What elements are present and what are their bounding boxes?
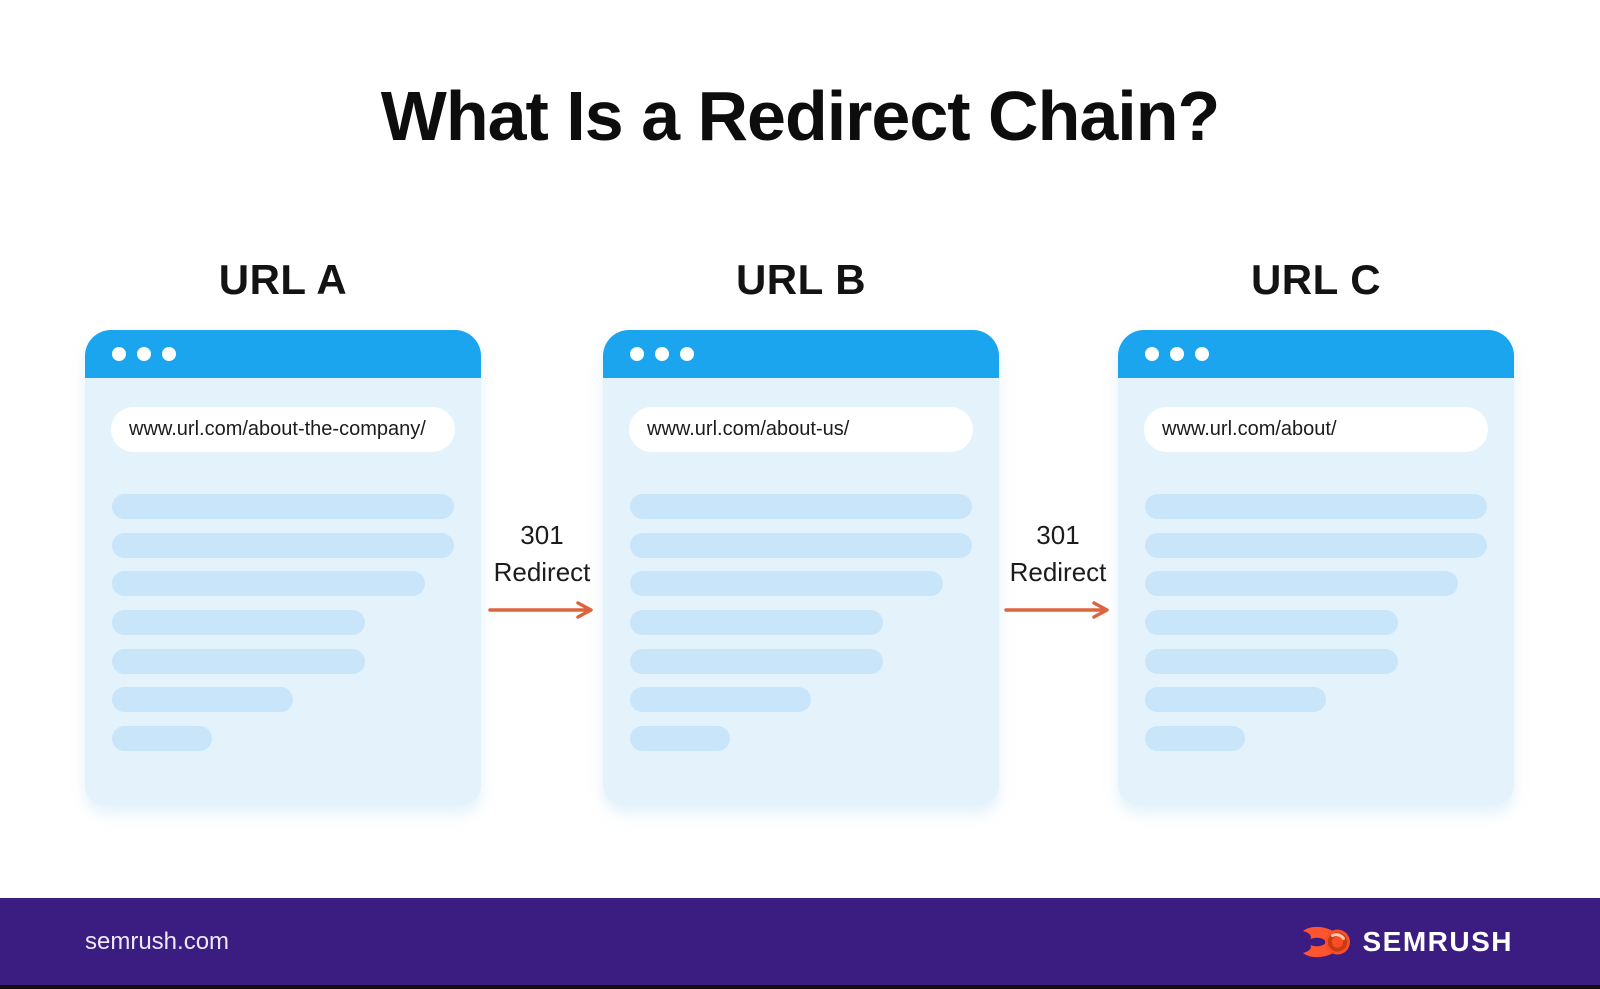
url-c-column: URL C www.url.com/about/ <box>1118 256 1514 805</box>
footer-bar: semrush.com SEMRUSH <box>0 898 1600 985</box>
semrush-logo: SEMRUSH <box>1300 924 1513 960</box>
skeleton-line <box>1145 494 1487 519</box>
skeleton-line <box>1145 610 1399 636</box>
skeleton-line <box>1145 648 1399 674</box>
page-content-skeleton <box>85 452 481 752</box>
address-bar-b: www.url.com/about-us/ <box>629 407 973 452</box>
right-arrow-icon <box>1004 601 1109 619</box>
address-bar-a: www.url.com/about-the-company/ <box>111 407 455 452</box>
bottom-edge-strip <box>0 985 1600 989</box>
semrush-flame-icon <box>1303 926 1351 957</box>
skeleton-line <box>112 532 454 558</box>
page-content-skeleton <box>603 452 999 752</box>
right-arrow-icon <box>488 601 593 619</box>
window-dot-icon <box>162 347 176 361</box>
skeleton-line <box>112 726 213 752</box>
skeleton-line <box>112 610 366 636</box>
skeleton-line <box>630 571 943 597</box>
skeleton-line <box>630 648 884 674</box>
address-bar-c: www.url.com/about/ <box>1144 407 1488 452</box>
url-c-label: URL C <box>1250 256 1382 303</box>
skeleton-line <box>630 494 972 519</box>
url-b-column: URL B www.url.com/about-us/ <box>603 256 999 805</box>
skeleton-line <box>630 610 884 636</box>
redirect-1-label: Redirect <box>493 557 591 587</box>
semrush-wordmark: SEMRUSH <box>1362 925 1513 957</box>
url-b-label: URL B <box>735 256 867 303</box>
redirect-1-code: 301 <box>520 520 564 550</box>
window-dot-icon <box>1195 347 1209 361</box>
skeleton-line <box>1145 687 1327 713</box>
browser-window-b: www.url.com/about-us/ <box>603 330 999 805</box>
url-a-label: URL A <box>218 256 348 303</box>
redirect-2: 301 Redirect <box>998 517 1118 625</box>
skeleton-line <box>112 571 425 597</box>
window-dot-icon <box>112 347 126 361</box>
skeleton-line <box>112 687 294 713</box>
browser-window-a: www.url.com/about-the-company/ <box>85 330 481 805</box>
window-dot-icon <box>655 347 669 361</box>
skeleton-line <box>630 726 731 752</box>
page-content-skeleton <box>1118 452 1514 752</box>
window-dot-icon <box>137 347 151 361</box>
footer-site-url: semrush.com <box>85 927 230 955</box>
redirect-1: 301 Redirect <box>481 517 603 625</box>
window-dot-icon <box>630 347 644 361</box>
redirect-2-label: Redirect <box>1009 557 1107 587</box>
browser-titlebar <box>603 330 999 378</box>
skeleton-line <box>1145 726 1246 752</box>
page-title: What Is a Redirect Chain? <box>380 77 1220 155</box>
skeleton-line <box>630 532 972 558</box>
window-dot-icon <box>1145 347 1159 361</box>
window-dot-icon <box>1170 347 1184 361</box>
browser-window-c: www.url.com/about/ <box>1118 330 1514 805</box>
skeleton-line <box>112 494 454 519</box>
skeleton-line <box>630 687 812 713</box>
browser-titlebar <box>1118 330 1514 378</box>
window-dot-icon <box>680 347 694 361</box>
browser-titlebar <box>85 330 481 378</box>
skeleton-line <box>1145 532 1487 558</box>
redirect-2-code: 301 <box>1036 520 1080 550</box>
skeleton-line <box>1145 571 1458 597</box>
url-a-column: URL A www.url.com/about-the-company/ <box>85 256 481 805</box>
skeleton-line <box>112 648 366 674</box>
